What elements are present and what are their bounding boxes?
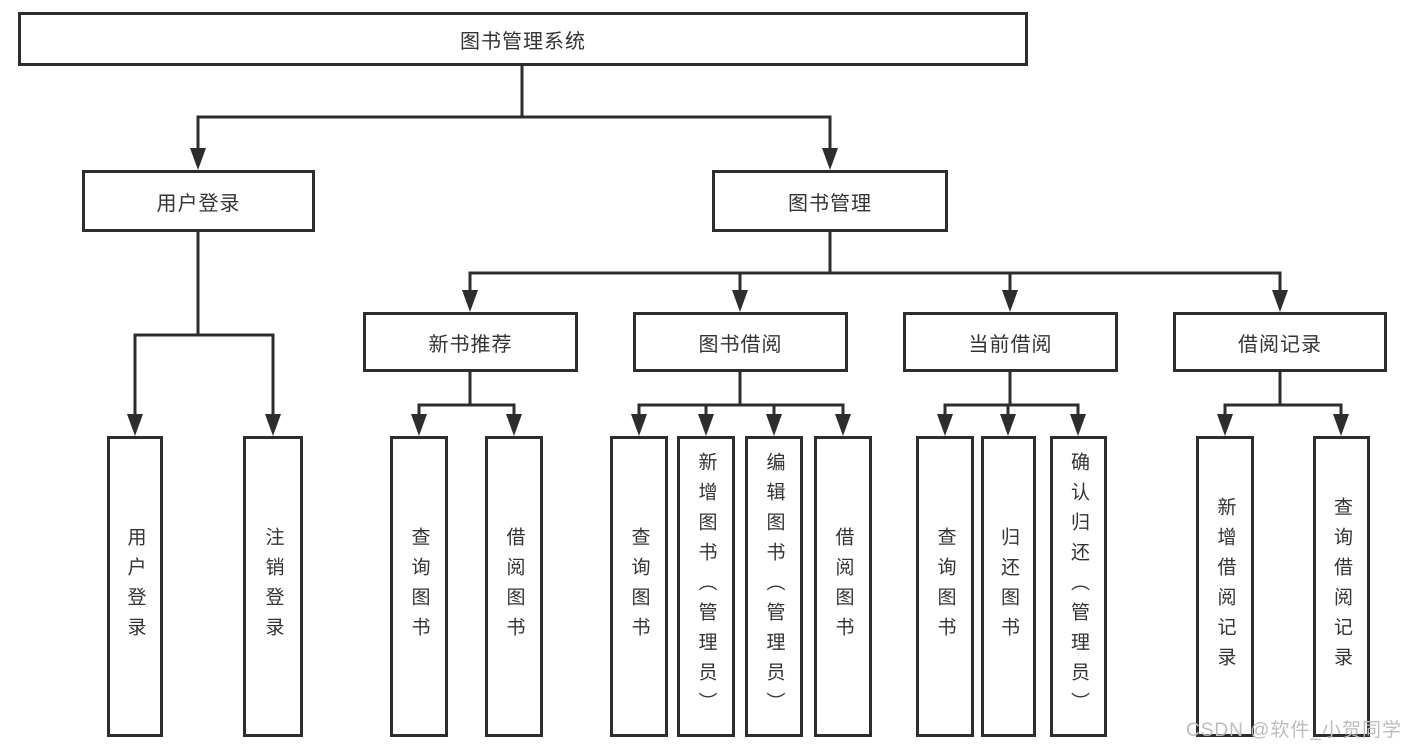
node-login-label: 用户登录 (124, 526, 146, 647)
node-user-login-label: 用户登录 (156, 192, 241, 215)
node-records-query-record: 查询借阅记录 (1313, 436, 1370, 737)
node-current-return-books: 归还图书 (981, 436, 1036, 737)
node-borrow-borrow-books-label: 借阅图书 (832, 526, 854, 647)
node-logout: 注销登录 (243, 436, 303, 737)
node-book-borrow: 图书借阅 (633, 312, 848, 372)
node-new-book-recommend: 新书推荐 (363, 312, 578, 372)
node-borrow-edit-books-admin: 编辑图书（管理员） (745, 436, 803, 737)
node-recommend-borrow-books-label: 借阅图书 (503, 526, 525, 647)
csdn-watermark: CSDN @软件_小贺同学 (1186, 720, 1402, 741)
node-borrow-records-label: 借阅记录 (1238, 333, 1322, 356)
node-book-management-label: 图书管理 (788, 192, 872, 215)
node-current-borrow: 当前借阅 (903, 312, 1118, 372)
node-borrow-add-books-admin-label: 新增图书（管理员） (695, 451, 717, 722)
node-records-query-record-label: 查询借阅记录 (1331, 496, 1352, 677)
node-borrow-query-books-label: 查询图书 (628, 526, 650, 647)
node-book-management: 图书管理 (712, 170, 948, 232)
node-borrow-edit-books-admin-label: 编辑图书（管理员） (763, 451, 785, 722)
node-borrow-borrow-books: 借阅图书 (814, 436, 872, 737)
node-borrow-add-books-admin: 新增图书（管理员） (677, 436, 735, 737)
node-records-add-record: 新增借阅记录 (1196, 436, 1254, 737)
node-current-confirm-return-admin: 确认归还（管理员） (1050, 436, 1107, 737)
node-current-borrow-label: 当前借阅 (968, 333, 1053, 356)
node-root: 图书管理系统 (18, 12, 1028, 66)
node-logout-label: 注销登录 (262, 526, 284, 647)
node-recommend-borrow-books: 借阅图书 (485, 436, 543, 737)
node-login: 用户登录 (107, 436, 163, 737)
node-current-return-books-label: 归还图书 (998, 526, 1019, 647)
node-current-confirm-return-admin-label: 确认归还（管理员） (1068, 451, 1089, 722)
node-borrow-query-books: 查询图书 (610, 436, 668, 737)
node-current-query-books-label: 查询图书 (934, 526, 956, 647)
node-borrow-records: 借阅记录 (1173, 312, 1387, 372)
node-recommend-query-books-label: 查询图书 (408, 526, 430, 647)
node-user-login: 用户登录 (82, 170, 315, 232)
node-records-add-record-label: 新增借阅记录 (1214, 496, 1236, 677)
node-root-label: 图书管理系统 (460, 30, 586, 53)
node-current-query-books: 查询图书 (916, 436, 974, 737)
node-book-borrow-label: 图书借阅 (698, 333, 783, 356)
node-new-book-recommend-label: 新书推荐 (428, 333, 513, 356)
node-recommend-query-books: 查询图书 (390, 436, 448, 737)
